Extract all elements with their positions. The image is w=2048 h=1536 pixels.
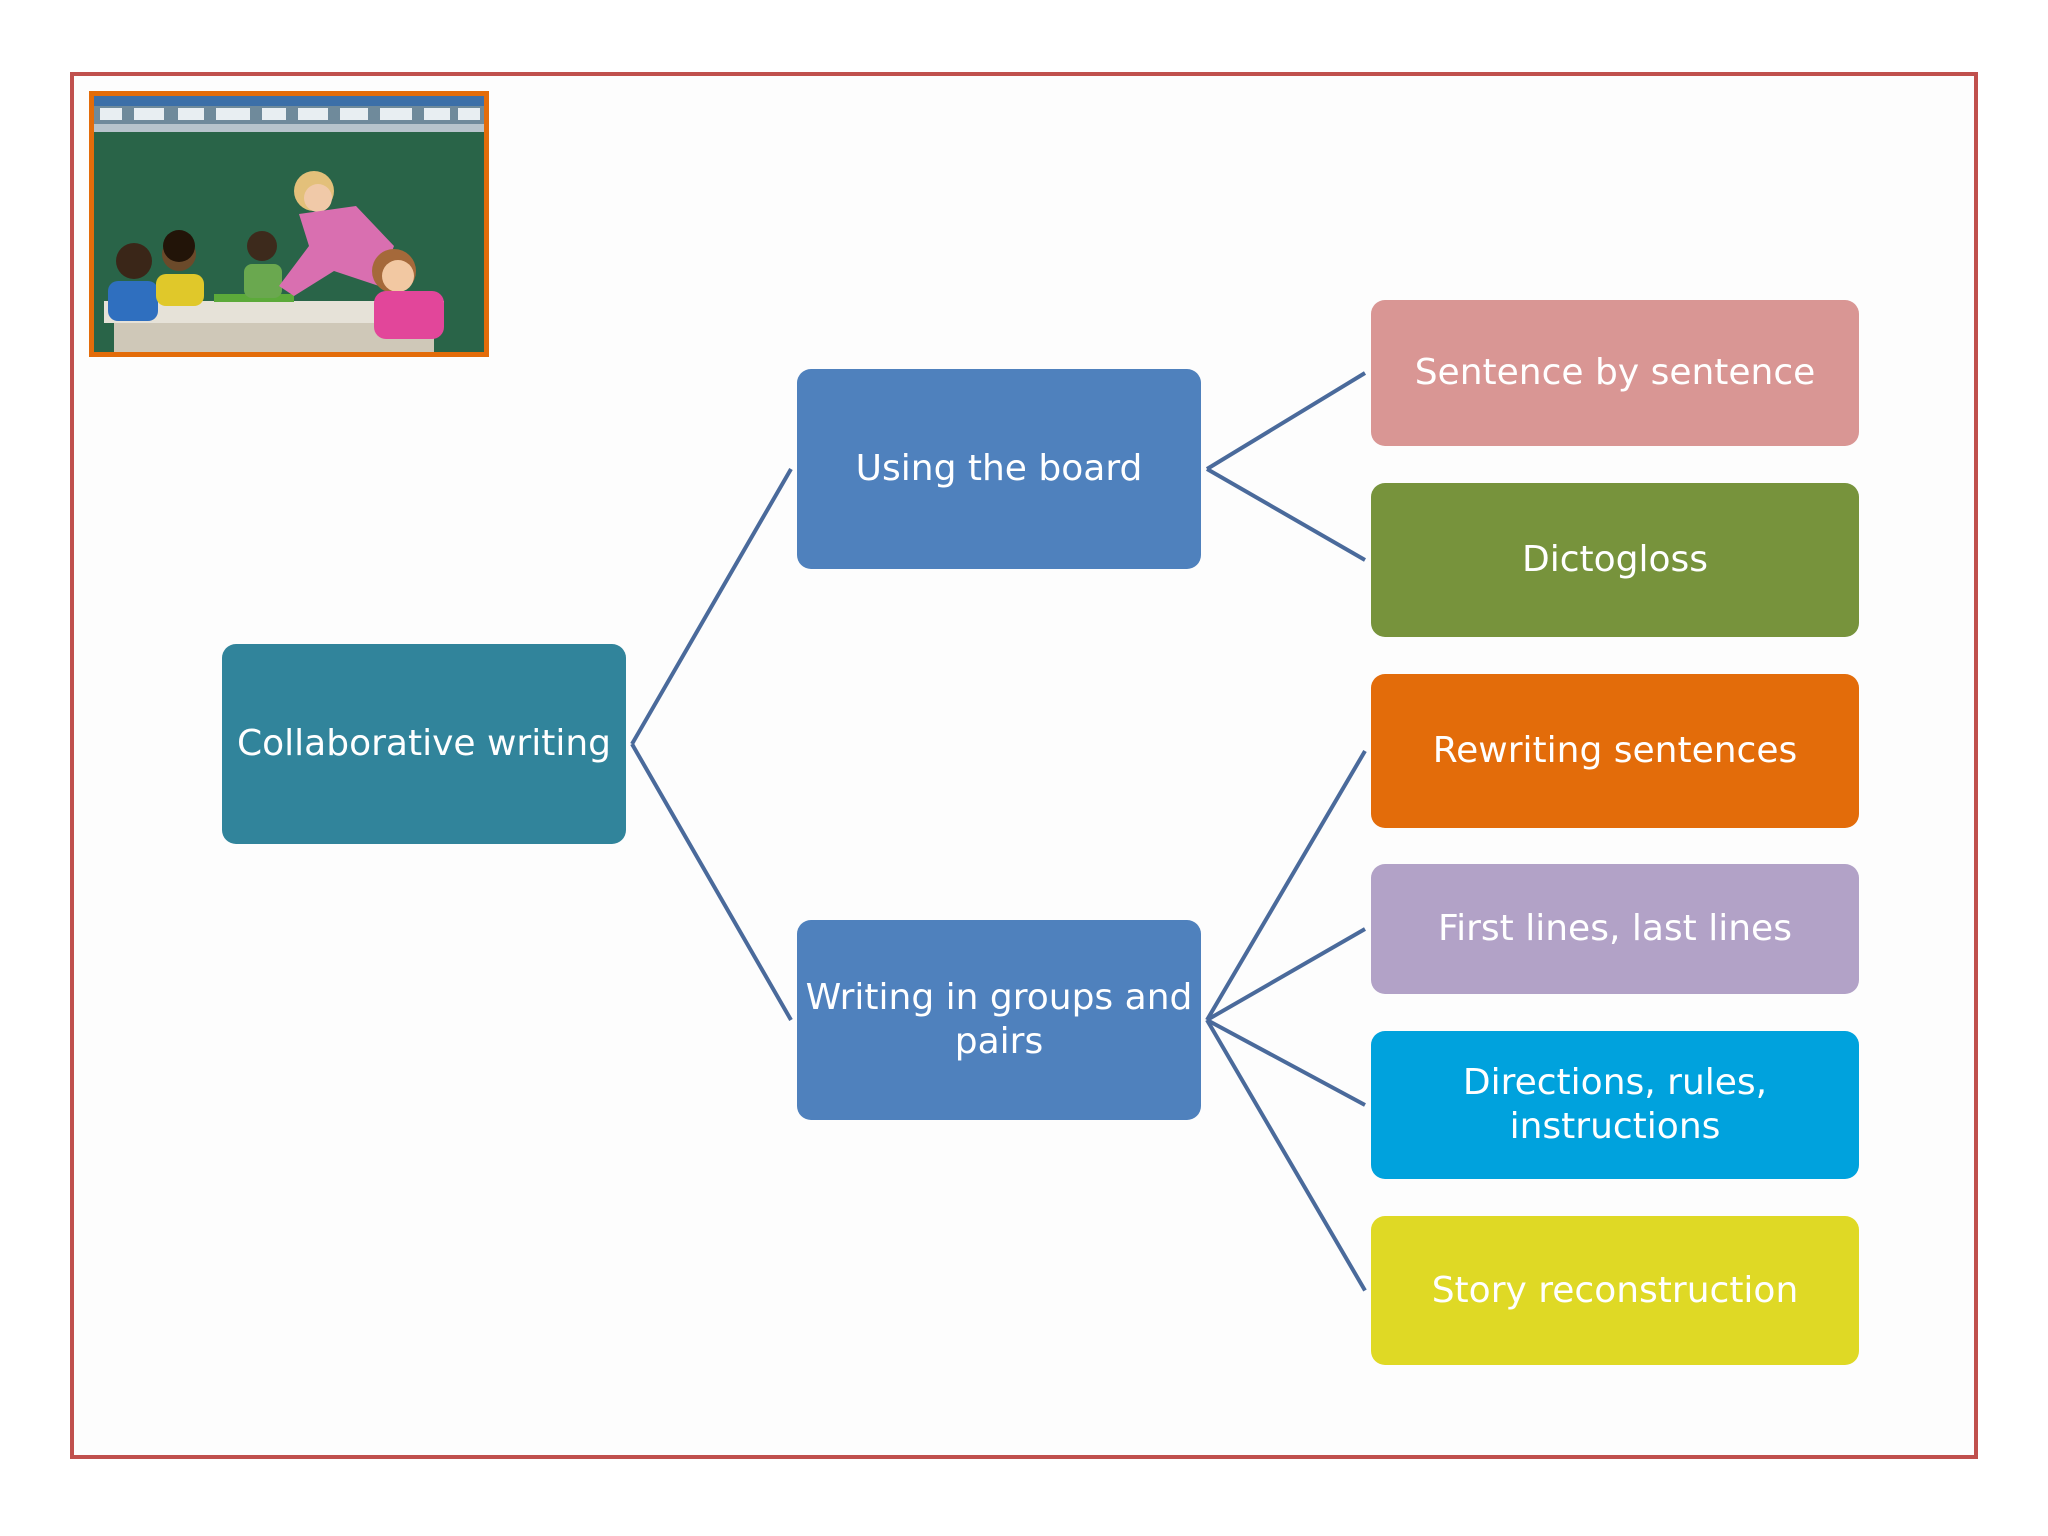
leaf-node-label: Story reconstruction <box>1431 1269 1799 1311</box>
leaf-node-rewriting-sentences: Rewriting sentences <box>1371 674 1859 828</box>
leaf-node-label: First lines, last lines <box>1438 908 1792 949</box>
leaf-node-label: Directions, rules, instructions <box>1462 1062 1768 1147</box>
leaf-node-label: Rewriting sentences <box>1432 730 1798 771</box>
leaf-node-directions-rules: Directions, rules, instructions <box>1371 1031 1859 1179</box>
classroom-photo <box>89 91 489 357</box>
leaf-node-first-last-lines: First lines, last lines <box>1371 864 1859 994</box>
branch-node-groups-pairs: Writing in groups and pairs <box>797 920 1201 1120</box>
leaf-node-label: Sentence by sentence <box>1414 352 1816 393</box>
leaf-node-dictogloss: Dictogloss <box>1371 483 1859 637</box>
leaf-node-label: Dictogloss <box>1521 539 1709 580</box>
leaf-node-sentence-by-sentence: Sentence by sentence <box>1371 300 1859 446</box>
teacher-with-students-image <box>94 96 484 352</box>
root-node-label: Collaborative writing <box>236 723 611 764</box>
branch-node-using-board: Using the board <box>797 369 1201 569</box>
leaf-node-story-reconstruction: Story reconstruction <box>1371 1216 1859 1365</box>
root-node: Collaborative writing <box>222 644 626 844</box>
branch-node-label: Using the board <box>855 448 1143 489</box>
branch-node-label: Writing in groups and pairs <box>805 977 1193 1062</box>
